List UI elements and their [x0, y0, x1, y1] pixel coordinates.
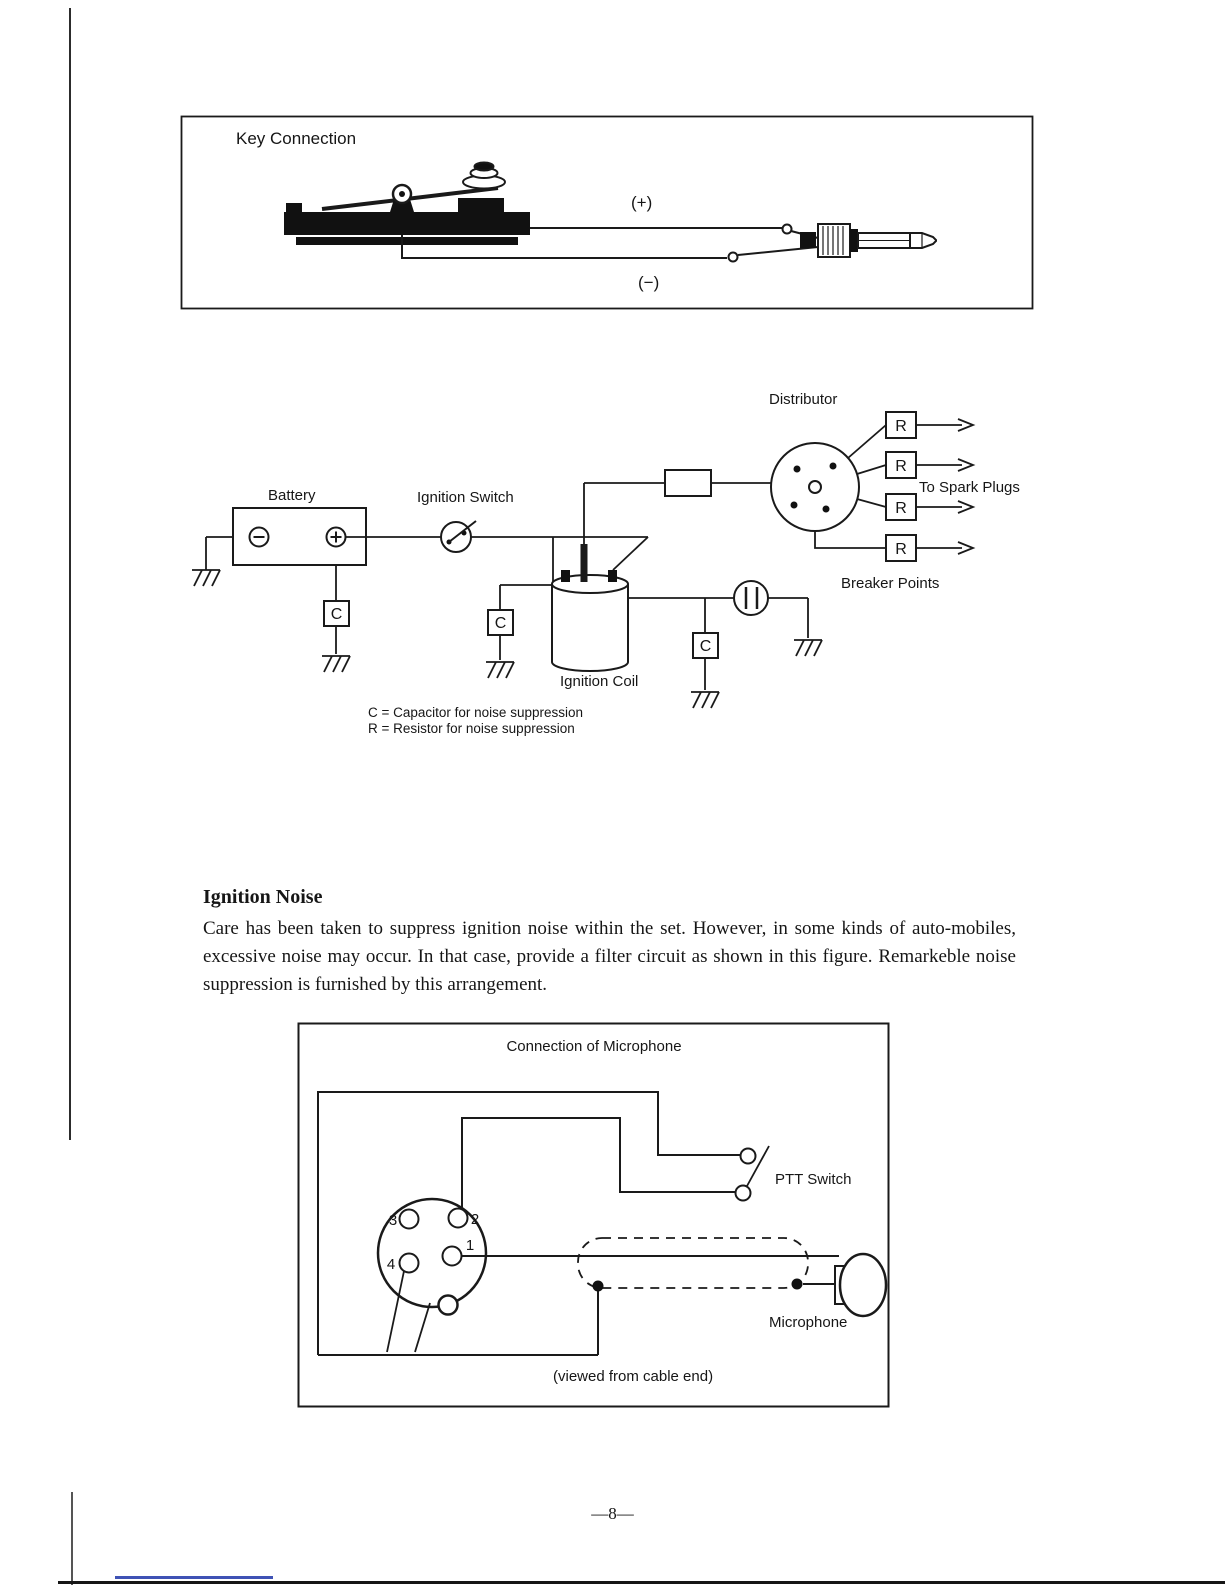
- microphone-label: Microphone: [769, 1314, 847, 1331]
- distributor-label: Distributor: [769, 391, 837, 408]
- microphone-connection-figure: Connection of Microphone PTT Switch: [297, 1022, 890, 1408]
- r-label: R: [895, 541, 907, 558]
- microphone-wires: [317, 1091, 839, 1356]
- scan-left-line: [69, 8, 71, 1140]
- resistor-row-4: R: [885, 534, 976, 562]
- filter-box: [664, 469, 712, 497]
- ptt-switch-symbol: [734, 1145, 770, 1202]
- phone-plug-drawing: [800, 223, 937, 258]
- shielded-cable-symbol: [577, 1237, 809, 1292]
- c-label: C: [495, 615, 507, 632]
- resistor-note: R = Resistor for noise suppression: [368, 721, 575, 736]
- c-label: C: [700, 638, 712, 655]
- ignition-switch-symbol: [440, 520, 477, 553]
- mic-connector-symbol: [376, 1197, 488, 1316]
- distributor-symbol: [770, 442, 860, 532]
- c-label: C: [331, 606, 343, 623]
- scan-blue-line: [115, 1576, 273, 1579]
- to-spark-plugs-label: To Spark Plugs: [919, 479, 1020, 496]
- resistor-row-2: R: [885, 451, 976, 479]
- pin-4-label: 4: [387, 1256, 395, 1273]
- ignition-coil-label: Ignition Coil: [560, 673, 638, 690]
- key-connection-title: Key Connection: [236, 129, 356, 148]
- capacitor-box-3: C: [692, 632, 719, 659]
- scan-bottom-line: [58, 1581, 1225, 1584]
- capacitor-box-2: C: [487, 609, 514, 636]
- ignition-noise-paragraph: Care has been taken to suppress ignition…: [203, 918, 1016, 995]
- microphone-figure-border: [297, 1022, 890, 1408]
- battery-label: Battery: [268, 487, 316, 504]
- key-connection-border: [180, 115, 1034, 310]
- breaker-points-label: Breaker Points: [841, 575, 939, 592]
- ignition-coil-symbol: [551, 544, 629, 672]
- breaker-points-symbol: [733, 580, 769, 616]
- pin-3-label: 3: [389, 1212, 397, 1229]
- telegraph-key-drawing: [284, 161, 530, 245]
- circuit-wires: [205, 424, 887, 690]
- ground-symbols: [192, 569, 823, 709]
- scan-left-line-lower: [71, 1492, 73, 1585]
- page-number: —8—: [591, 1504, 634, 1523]
- capacitor-note: C = Capacitor for noise suppression: [368, 705, 583, 720]
- plus-label: (+): [631, 193, 652, 212]
- ptt-switch-label: PTT Switch: [775, 1171, 851, 1188]
- capacitor-box-1: C: [323, 600, 350, 627]
- pin-2-label: 2: [471, 1211, 479, 1228]
- ignition-switch-label: Ignition Switch: [417, 489, 514, 506]
- pin-1-label: 1: [466, 1237, 474, 1254]
- ignition-circuit-figure: Distributor To Spark Plugs Breaker Point…: [192, 391, 1020, 736]
- microphone-symbol: [834, 1252, 888, 1318]
- key-connection-figure: Key Connection (+) (−): [180, 115, 1034, 310]
- resistor-row-1: R: [885, 411, 976, 439]
- r-label: R: [895, 458, 907, 475]
- minus-label: (−): [638, 273, 659, 292]
- ignition-noise-heading: Ignition Noise: [203, 886, 323, 908]
- viewed-from-cable-end-label: (viewed from cable end): [553, 1368, 713, 1385]
- resistor-row-3: R: [885, 493, 976, 521]
- microphone-figure-title: Connection of Microphone: [506, 1038, 681, 1055]
- r-label: R: [895, 500, 907, 517]
- r-label: R: [895, 418, 907, 435]
